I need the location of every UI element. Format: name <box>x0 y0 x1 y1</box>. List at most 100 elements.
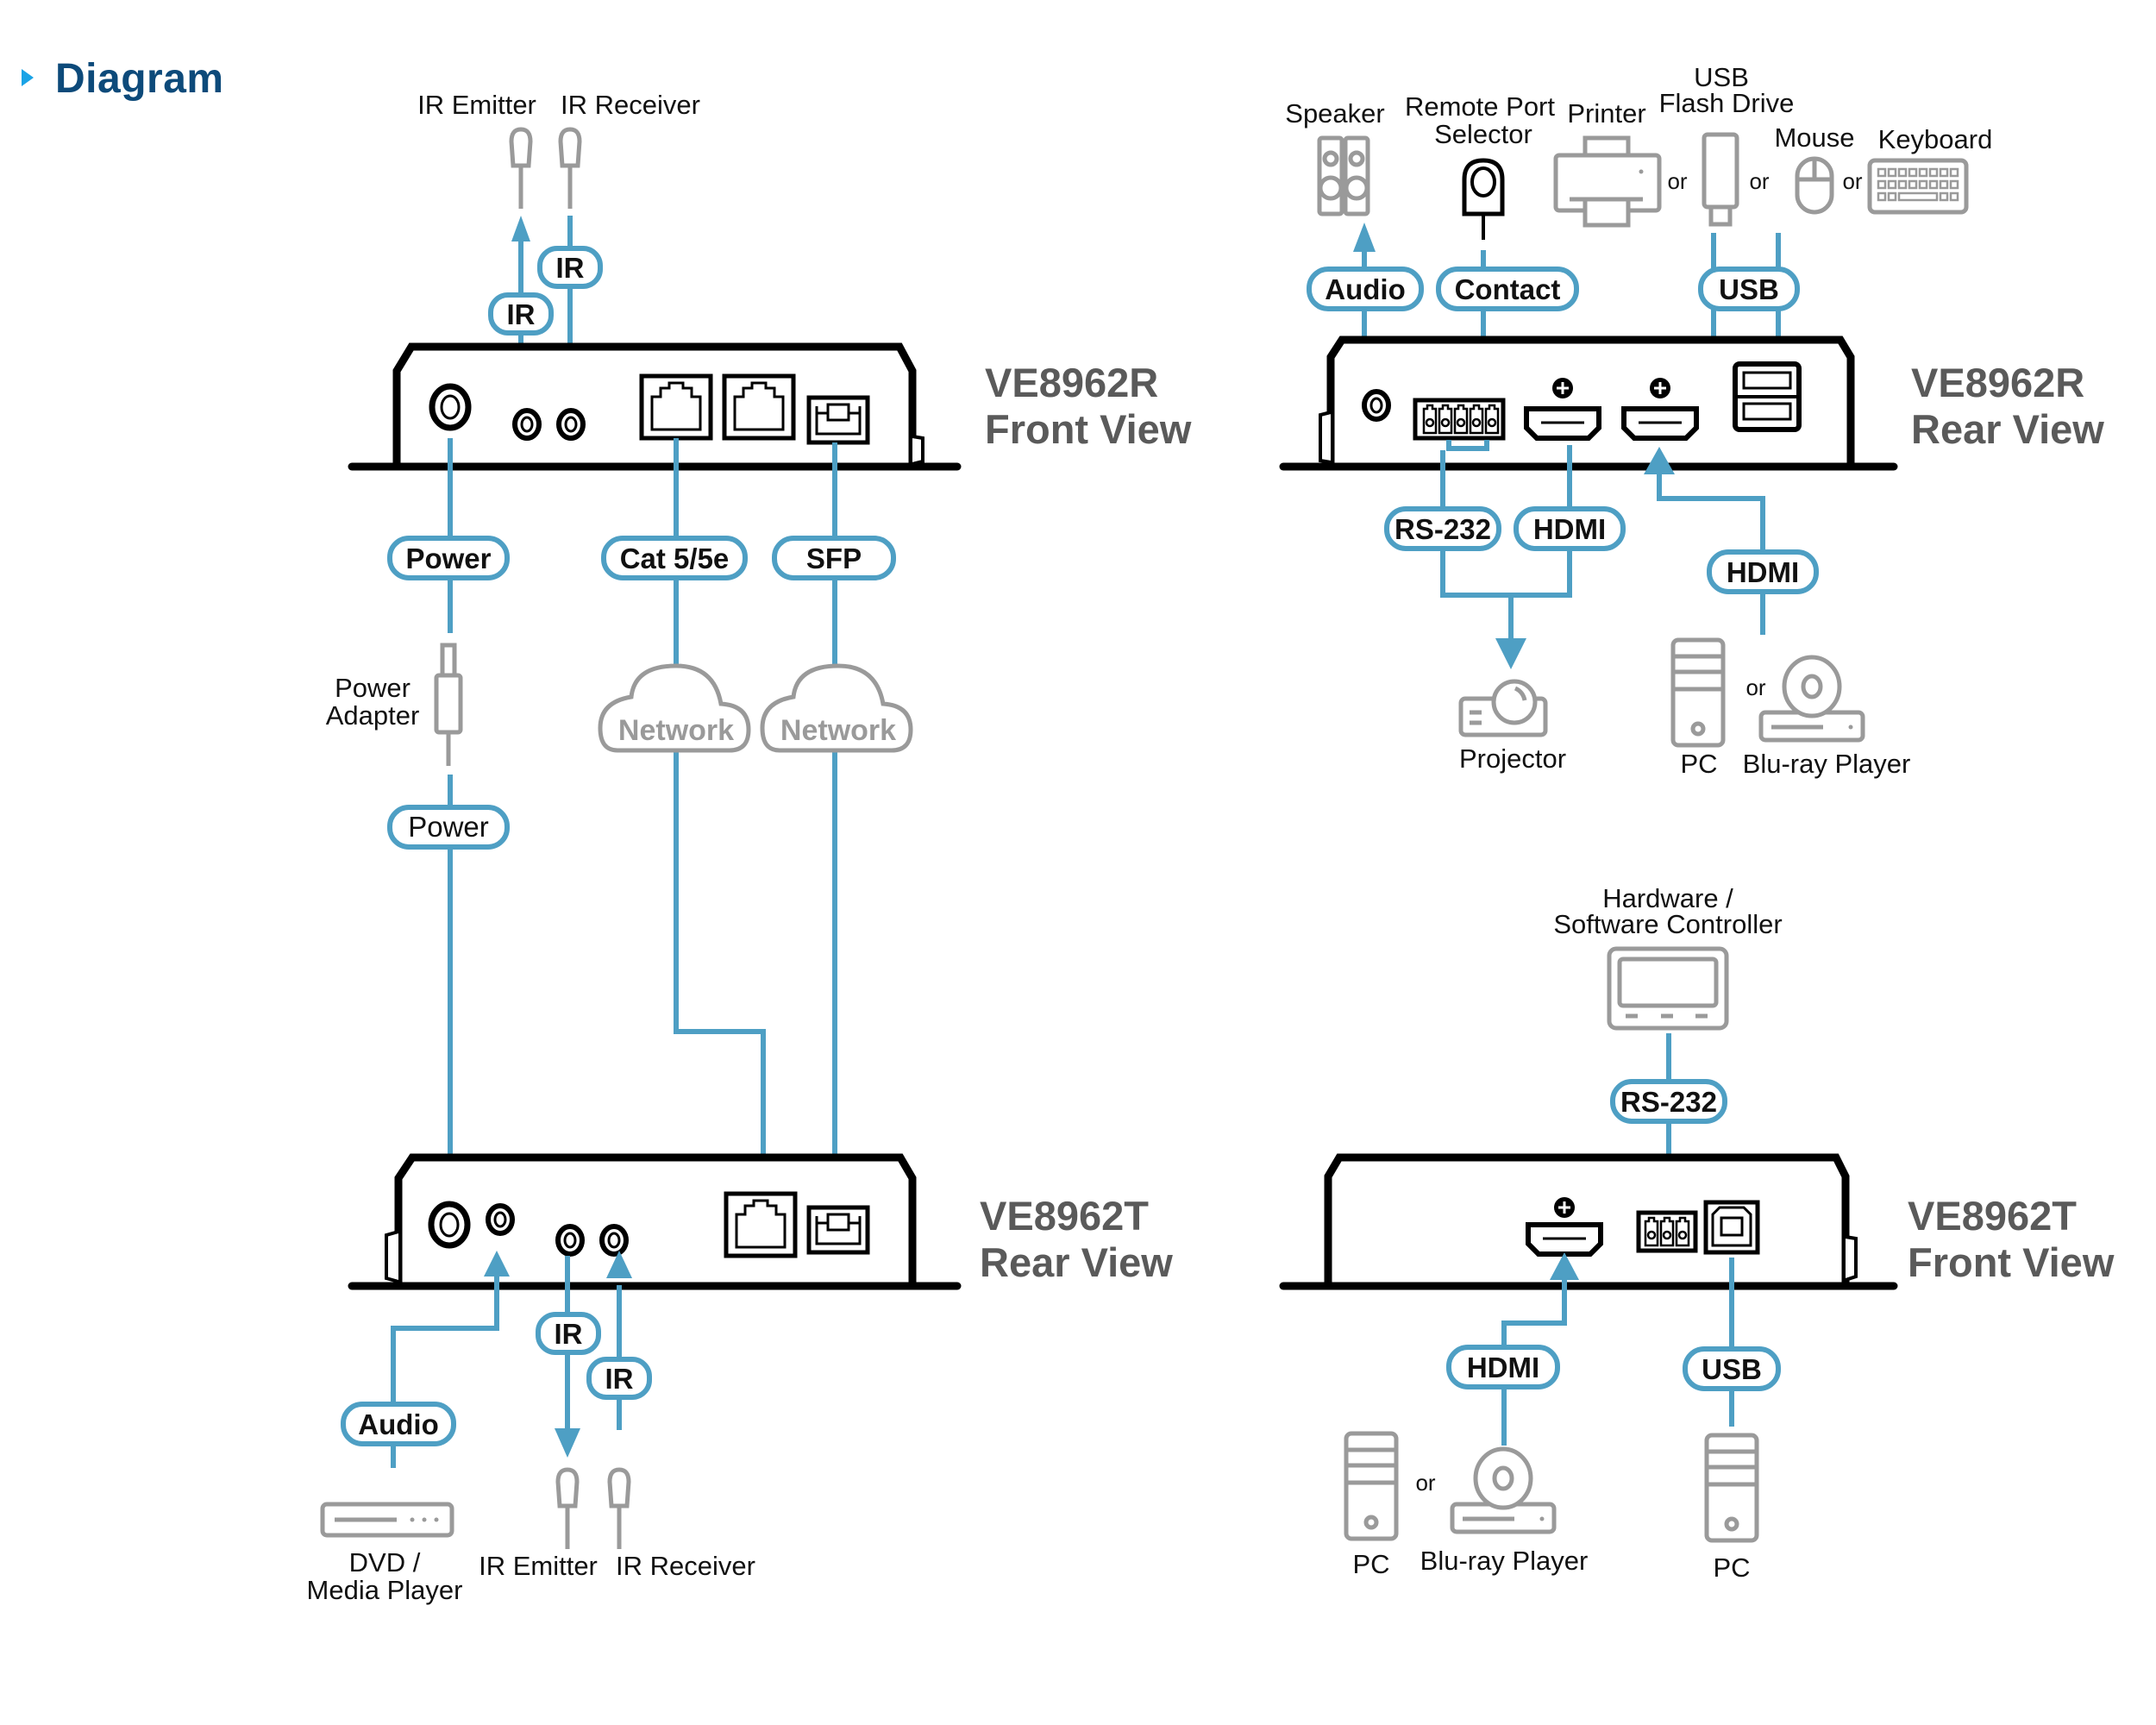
controller-label-1: Hardware / <box>1602 883 1733 913</box>
ir-in-jack <box>602 1226 626 1254</box>
svg-text:Audio: Audio <box>358 1408 438 1440</box>
r-front-title-view: Front View <box>985 406 1192 452</box>
or-label-1: or <box>1667 168 1687 194</box>
bluray-icon <box>1761 657 1863 740</box>
svg-text:Cat 5/5e: Cat 5/5e <box>620 543 730 574</box>
rs232-bracket <box>1446 440 1489 451</box>
svg-text:IR: IR <box>556 252 585 284</box>
or-label: or <box>1415 1470 1435 1496</box>
svg-text:IR: IR <box>555 1318 583 1350</box>
pc-label-1: PC <box>1352 1549 1389 1579</box>
svg-text:RS-232: RS-232 <box>1620 1086 1717 1118</box>
rj45-port-2 <box>724 376 793 438</box>
svg-text:Audio: Audio <box>1325 273 1405 305</box>
r-front-panel: IR Emitter IR Receiver IR IR VE8962R Fro… <box>326 90 1192 1205</box>
sfp-pill: SFP <box>772 536 896 580</box>
arrow-up-icon <box>1550 1252 1579 1280</box>
arrow-up-icon <box>1644 447 1675 474</box>
remote-port-label-1: Remote Port <box>1405 91 1555 122</box>
power-pill: Power <box>387 536 510 580</box>
dvd-player-icon <box>320 1502 454 1538</box>
screw-icon <box>1551 376 1575 400</box>
controller-icon <box>1607 946 1729 1031</box>
audio-cable <box>391 1261 499 1468</box>
arrow-down-icon <box>1495 638 1526 669</box>
rs232-terminal-3pin <box>1636 1210 1698 1253</box>
r-rear-title-view: Rear View <box>1911 406 2104 452</box>
audio-jack <box>1364 392 1388 419</box>
audio-pill: Audio <box>1307 267 1424 311</box>
ir-receiver-icon <box>561 129 580 209</box>
pc-icon <box>1673 640 1723 745</box>
r-rear-panel: Speaker Remote Port Selector Printer USB… <box>1279 62 2104 779</box>
ir-emitter-icon <box>558 1470 577 1549</box>
svg-text:IR: IR <box>605 1363 634 1395</box>
ir-in-pill: IR <box>537 246 603 289</box>
printer-label: Printer <box>1567 98 1645 129</box>
remote-port-selector-icon <box>1462 158 1505 240</box>
t-rear-panel: VE8962T Rear View Audio DVD / Media Play… <box>307 1153 1173 1605</box>
dvd-label-2: Media Player <box>307 1575 463 1605</box>
usb-flash-label-1: USB <box>1694 62 1749 92</box>
svg-text:USB: USB <box>1719 273 1779 305</box>
projector-label: Projector <box>1459 743 1566 774</box>
pc-label: PC <box>1680 749 1717 779</box>
hdmi-in-pill: HDMI <box>1707 549 1819 594</box>
hdmi-port <box>1528 1225 1601 1254</box>
pc-icon-1 <box>1346 1433 1396 1539</box>
r-front-title-model: VE8962R <box>985 360 1158 405</box>
power-adapter-icon <box>434 643 463 766</box>
hdmi-pill: HDMI <box>1446 1345 1560 1389</box>
section-marker-icon <box>22 69 34 86</box>
svg-text:USB: USB <box>1702 1353 1762 1385</box>
usb-pill: USB <box>1683 1346 1781 1391</box>
r-rear-title-model: VE8962R <box>1911 360 2084 405</box>
ir-receiver-label: IR Receiver <box>616 1551 755 1581</box>
ir-receiver-icon <box>610 1470 629 1549</box>
rj45-port <box>726 1194 795 1256</box>
arrow-down-icon <box>555 1428 580 1458</box>
cat-cable-lower <box>674 750 766 1185</box>
usb-pill: USB <box>1698 267 1800 311</box>
hdmi-in-port <box>1624 409 1696 438</box>
or-label-2: or <box>1749 168 1769 194</box>
sfp-port <box>809 1208 868 1252</box>
keyboard-icon <box>1867 158 1969 215</box>
network-cloud-icon-1: Network <box>598 663 751 753</box>
network-label-2: Network <box>780 714 896 747</box>
dvd-label-1: DVD / <box>349 1547 421 1578</box>
ir-emitter-label: IR Emitter <box>479 1551 598 1581</box>
power-lower-pill: Power <box>387 805 510 850</box>
svg-text:Power: Power <box>405 543 491 574</box>
mouse-icon <box>1795 156 1834 215</box>
keyboard-label: Keyboard <box>1878 124 1993 154</box>
ir-in-pill: IR <box>586 1357 652 1400</box>
hdmi-out-port <box>1526 409 1599 438</box>
printer-icon <box>1553 135 1662 228</box>
rs232-pill: RS-232 <box>1610 1079 1727 1124</box>
arrow-up-icon <box>484 1251 510 1276</box>
power-adapter-label-1: Power <box>335 673 411 703</box>
bluray-label: Blu-ray Player <box>1743 749 1911 779</box>
power-jack <box>432 386 468 428</box>
audio-jack <box>488 1206 512 1233</box>
t-front-chassis <box>1324 1153 1850 1285</box>
arrow-up-icon <box>1353 223 1376 252</box>
power-jack <box>431 1204 467 1245</box>
ir-emitter-label: IR Emitter <box>417 90 536 120</box>
controller-label-2: Software Controller <box>1553 909 1782 939</box>
svg-text:RS-232: RS-232 <box>1395 513 1491 545</box>
contact-pill: Contact <box>1436 267 1579 311</box>
screw-icon <box>1648 376 1672 400</box>
ir-in-jack <box>559 411 583 438</box>
rj45-port-1 <box>642 376 711 438</box>
usb-flash-label-2: Flash Drive <box>1659 88 1795 118</box>
rs232-pill: RS-232 <box>1384 506 1501 551</box>
sfp-port <box>809 398 868 442</box>
hdmi-out-pill: HDMI <box>1514 506 1626 551</box>
bluray-label: Blu-ray Player <box>1420 1546 1589 1576</box>
t-front-title-view: Front View <box>1908 1239 2115 1285</box>
svg-text:SFP: SFP <box>806 543 862 574</box>
arrow-up-icon <box>606 1251 632 1278</box>
pc-label-2: PC <box>1713 1552 1750 1583</box>
